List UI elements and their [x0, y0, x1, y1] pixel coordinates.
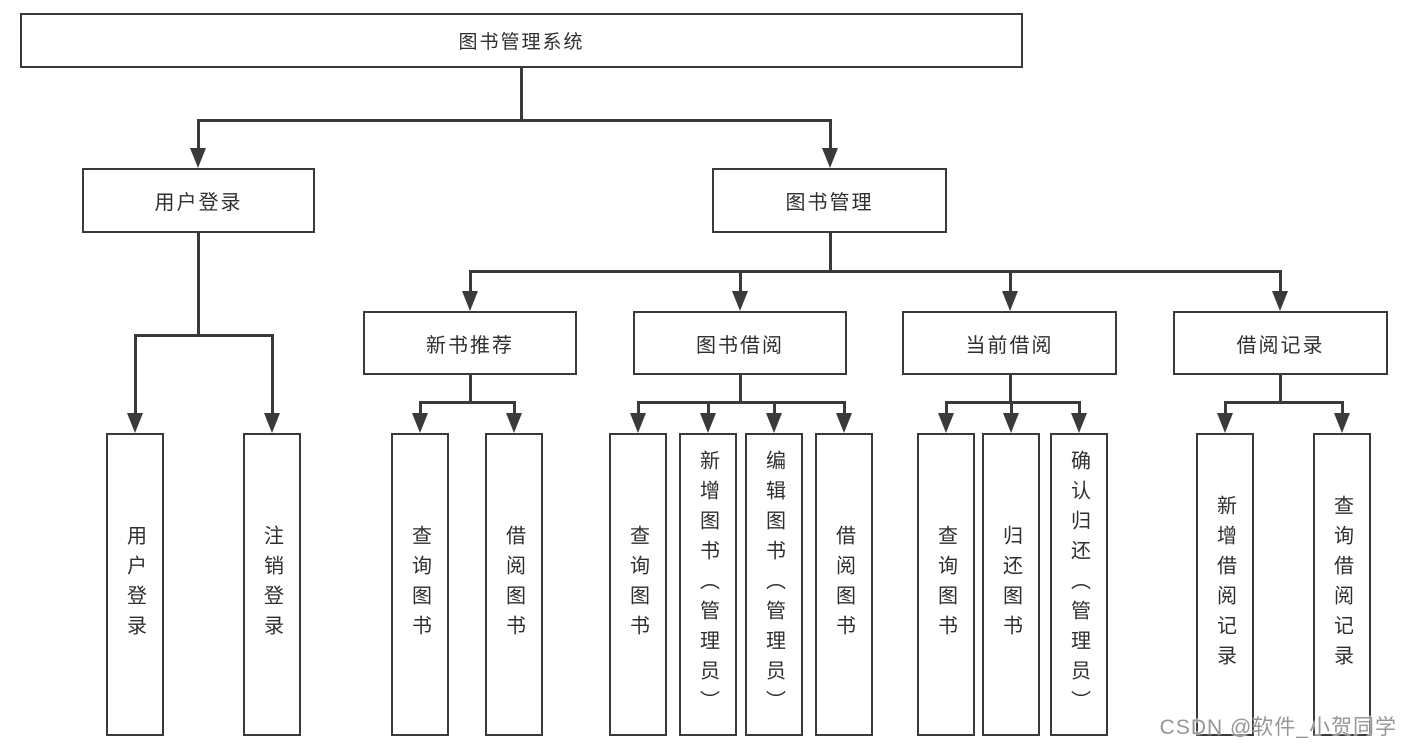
arrow-down-icon	[836, 413, 852, 433]
node-current-borrow: 当前借阅	[902, 311, 1117, 375]
node-label: 图书借阅	[696, 334, 784, 357]
connector-line	[1278, 373, 1282, 404]
leaf-borrow-books-2: 借阅图书	[815, 433, 873, 736]
leaf-return-books: 归还图书	[982, 433, 1040, 736]
node-label: 借阅记录	[1236, 334, 1325, 357]
connector-line	[1009, 400, 1013, 414]
connector-line	[512, 400, 516, 414]
arrow-down-icon	[732, 291, 748, 311]
leaf-query-books-1: 查询图书	[391, 433, 449, 736]
node-label: 注销登录	[260, 524, 283, 645]
arrow-down-icon	[700, 413, 716, 433]
connector-line	[1340, 400, 1344, 414]
node-label: 图书管理	[785, 192, 874, 214]
arrow-down-icon	[1334, 413, 1350, 433]
connector-line	[842, 400, 846, 414]
node-new-books: 新书推荐	[363, 311, 577, 375]
arrow-down-icon	[1071, 413, 1087, 433]
connector-line	[636, 400, 640, 414]
leaf-logout: 注销登录	[243, 433, 301, 736]
node-borrow-records: 借阅记录	[1173, 311, 1388, 375]
connector-line	[133, 333, 274, 337]
node-root: 图书管理系统	[20, 13, 1023, 68]
leaf-query-books-3: 查询图书	[917, 433, 975, 736]
arrow-down-icon	[506, 413, 522, 433]
node-book-borrow: 图书借阅	[633, 311, 847, 375]
node-label: 确认归还（管理员）	[1067, 449, 1090, 720]
connector-line	[1223, 400, 1227, 414]
connector-line	[944, 400, 1081, 404]
leaf-add-books-admin: 新增图书（管理员）	[679, 433, 737, 736]
connector-line	[1278, 269, 1282, 292]
connector-line	[738, 373, 742, 404]
connector-line	[1008, 373, 1012, 404]
node-label: 查询图书	[408, 524, 431, 645]
leaf-user-login: 用户登录	[106, 433, 164, 736]
connector-line	[468, 269, 1282, 273]
leaf-edit-books-admin: 编辑图书（管理员）	[745, 433, 803, 736]
connector-line	[519, 66, 523, 120]
node-label: 用户登录	[154, 192, 243, 214]
connector-line	[196, 118, 832, 122]
leaf-query-borrow-record: 查询借阅记录	[1313, 433, 1371, 736]
leaf-add-borrow-record: 新增借阅记录	[1196, 433, 1254, 736]
connector-line	[738, 269, 742, 292]
node-book-mgmt: 图书管理	[712, 168, 947, 233]
arrow-down-icon	[264, 413, 280, 433]
connector-line	[1008, 269, 1012, 292]
node-label: 新增借阅记录	[1213, 494, 1236, 675]
connector-line	[944, 400, 948, 414]
arrow-down-icon	[822, 148, 838, 168]
arrow-down-icon	[412, 413, 428, 433]
node-label: 借阅图书	[832, 524, 855, 645]
node-label: 查询借阅记录	[1330, 494, 1353, 675]
node-label: 编辑图书（管理员）	[762, 449, 785, 720]
connector-line	[196, 118, 200, 150]
connector-line	[1077, 400, 1081, 414]
node-label: 当前借阅	[965, 334, 1054, 357]
arrow-down-icon	[127, 413, 143, 433]
arrow-down-icon	[1217, 413, 1233, 433]
node-label: 归还图书	[999, 524, 1022, 645]
leaf-borrow-books-1: 借阅图书	[485, 433, 543, 736]
connector-line	[418, 400, 422, 414]
connector-line	[828, 118, 832, 150]
node-label: 借阅图书	[502, 524, 525, 645]
node-user-login: 用户登录	[82, 168, 315, 233]
leaf-query-books-2: 查询图书	[609, 433, 667, 736]
connector-line	[270, 333, 274, 414]
arrow-down-icon	[938, 413, 954, 433]
node-label: 新书推荐	[426, 334, 514, 357]
connector-line	[196, 231, 200, 337]
arrow-down-icon	[766, 413, 782, 433]
node-label: 查询图书	[626, 524, 649, 645]
node-label: 用户登录	[123, 524, 146, 645]
connector-line	[772, 400, 776, 414]
connector-line	[706, 400, 710, 414]
connector-line	[418, 400, 516, 404]
connector-line	[133, 333, 137, 414]
arrow-down-icon	[1272, 291, 1288, 311]
watermark: CSDN @软件_小贺同学	[1159, 716, 1397, 739]
arrow-down-icon	[1003, 413, 1019, 433]
arrow-down-icon	[190, 148, 206, 168]
leaf-confirm-return-admin: 确认归还（管理员）	[1050, 433, 1108, 736]
connector-line	[1223, 400, 1344, 404]
connector-line	[828, 231, 832, 273]
node-label: 查询图书	[934, 524, 957, 645]
connector-line	[636, 400, 846, 404]
node-label: 图书管理系统	[458, 32, 585, 53]
arrow-down-icon	[630, 413, 646, 433]
connector-line	[468, 269, 472, 292]
arrow-down-icon	[462, 291, 478, 311]
connector-line	[468, 373, 472, 404]
arrow-down-icon	[1002, 291, 1018, 311]
node-label: 新增图书（管理员）	[696, 449, 719, 720]
